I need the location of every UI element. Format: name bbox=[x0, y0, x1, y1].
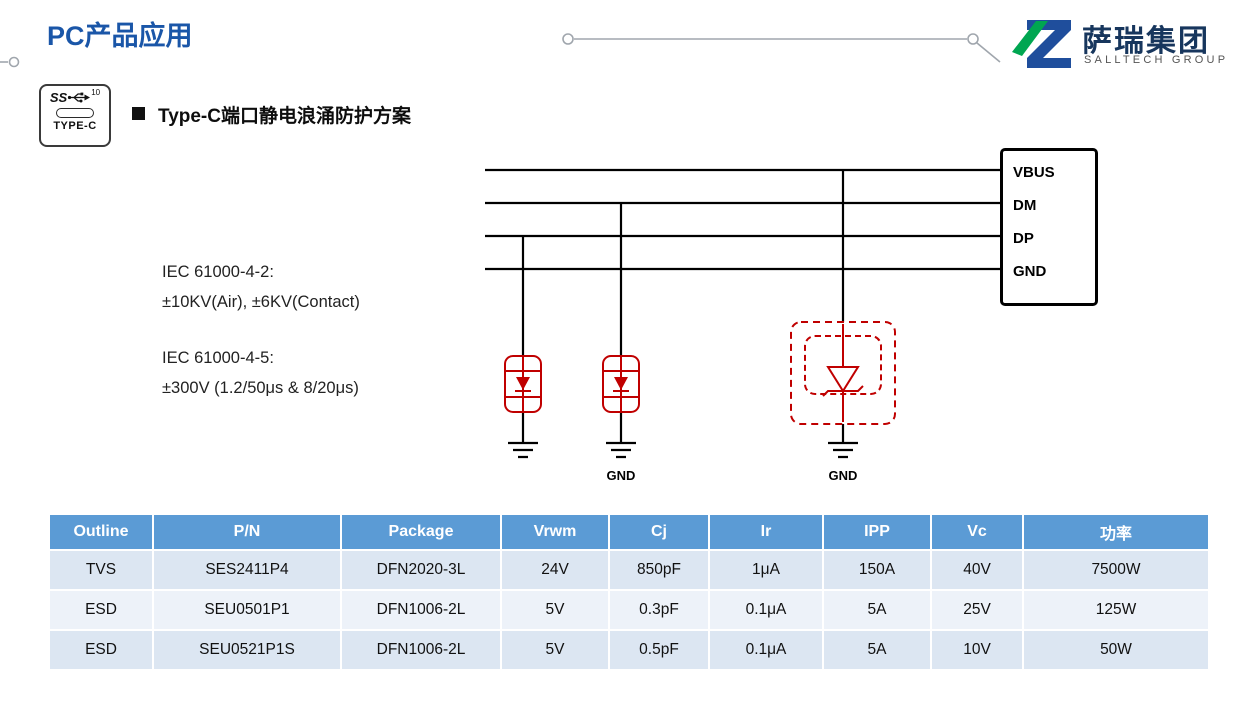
port-label-dp: DP bbox=[1013, 230, 1034, 247]
usb-ss-superscript: 10 bbox=[91, 87, 101, 97]
spec-line: IEC 61000-4-2: bbox=[162, 263, 274, 281]
page-title: PC产品应用 bbox=[47, 21, 193, 51]
spec-line: ±300V (1.2/50μs & 8/20μs) bbox=[162, 379, 359, 397]
table-header-cell: IPP bbox=[822, 513, 932, 551]
table-cell: ESD bbox=[48, 629, 154, 671]
table-header-cell: Vc bbox=[930, 513, 1024, 551]
table-cell: 150A bbox=[822, 549, 932, 591]
table-cell: 5A bbox=[822, 629, 932, 671]
spec-line: ±10KV(Air), ±6KV(Contact) bbox=[162, 293, 360, 311]
table-row: TVS SES2411P4 DFN2020-3L 24V 850pF 1μA 1… bbox=[48, 549, 1210, 591]
esd-diode-symbol bbox=[504, 355, 542, 413]
table-row: ESD SEU0521P1S DFN1006-2L 5V 0.5pF 0.1μA… bbox=[48, 629, 1210, 671]
table-cell: 10V bbox=[930, 629, 1024, 671]
spec-line: IEC 61000-4-5: bbox=[162, 349, 274, 367]
table-cell: 1μA bbox=[708, 549, 824, 591]
port-label-dm: DM bbox=[1013, 197, 1037, 214]
table-header-row: Outline P/N Package Vrwm Cj Ir IPP Vc 功率 bbox=[48, 513, 1210, 551]
gnd-label: GND bbox=[828, 468, 858, 483]
table-cell: 850pF bbox=[608, 549, 710, 591]
usb-trident-icon bbox=[68, 92, 91, 102]
table-cell: 0.1μA bbox=[708, 629, 824, 671]
gnd-label: GND bbox=[606, 468, 636, 483]
table-cell: 0.3pF bbox=[608, 589, 710, 631]
table-header-cell: P/N bbox=[152, 513, 342, 551]
table-cell: 0.1μA bbox=[708, 589, 824, 631]
square-bullet-icon bbox=[132, 107, 145, 120]
table-header-cell: Cj bbox=[608, 513, 710, 551]
table-cell: 24V bbox=[500, 549, 610, 591]
table-cell: 5V bbox=[500, 589, 610, 631]
table-cell: DFN1006-2L bbox=[340, 589, 502, 631]
table-header-cell: Package bbox=[340, 513, 502, 551]
table-cell: TVS bbox=[48, 549, 154, 591]
logo-mark-icon bbox=[1012, 20, 1071, 68]
table-cell: SEU0501P1 bbox=[152, 589, 342, 631]
table-cell: 5V bbox=[500, 629, 610, 671]
logo-name: 萨瑞集团 bbox=[1082, 25, 1210, 58]
usb-port-box: VBUS DM DP GND bbox=[1000, 148, 1098, 306]
tvs-diode-symbol bbox=[790, 321, 896, 425]
table-cell: SEU0521P1S bbox=[152, 629, 342, 671]
table-cell: 25V bbox=[930, 589, 1024, 631]
table-header-cell: Vrwm bbox=[500, 513, 610, 551]
iec-specs: IEC 61000-4-2: ±10KV(Air), ±6KV(Contact)… bbox=[162, 257, 360, 403]
section-heading: Type-C端口静电浪涌防护方案 bbox=[132, 101, 411, 128]
typec-label: TYPE-C bbox=[53, 120, 97, 132]
table-cell: SES2411P4 bbox=[152, 549, 342, 591]
parts-table: Outline P/N Package Vrwm Cj Ir IPP Vc 功率… bbox=[48, 513, 1210, 671]
salltech-logo: 萨瑞集团 SALLTECH GROUP bbox=[1010, 12, 1242, 78]
port-label-vbus: VBUS bbox=[1013, 164, 1055, 181]
table-cell: 7500W bbox=[1022, 549, 1210, 591]
usb-ss-label: SS bbox=[49, 89, 68, 105]
typec-connector-icon bbox=[56, 108, 94, 118]
port-label-gnd: GND bbox=[1013, 263, 1047, 280]
esd-diode-symbol bbox=[602, 355, 640, 413]
usb-typec-badge: SS 10 TYPE-C bbox=[39, 84, 111, 147]
logo-subtitle: SALLTECH GROUP bbox=[1084, 54, 1229, 66]
usb-ss-row: SS 10 bbox=[49, 87, 101, 105]
table-cell: 125W bbox=[1022, 589, 1210, 631]
section-heading-text: Type-C端口静电浪涌防护方案 bbox=[158, 106, 411, 127]
table-row: ESD SEU0501P1 DFN1006-2L 5V 0.3pF 0.1μA … bbox=[48, 589, 1210, 631]
table-header-cell: 功率 bbox=[1022, 513, 1210, 551]
table-header-cell: Ir bbox=[708, 513, 824, 551]
table-cell: 40V bbox=[930, 549, 1024, 591]
table-header-cell: Outline bbox=[48, 513, 154, 551]
table-cell: DFN2020-3L bbox=[340, 549, 502, 591]
table-cell: 5A bbox=[822, 589, 932, 631]
table-cell: ESD bbox=[48, 589, 154, 631]
table-cell: 0.5pF bbox=[608, 629, 710, 671]
table-cell: 50W bbox=[1022, 629, 1210, 671]
table-cell: DFN1006-2L bbox=[340, 629, 502, 671]
